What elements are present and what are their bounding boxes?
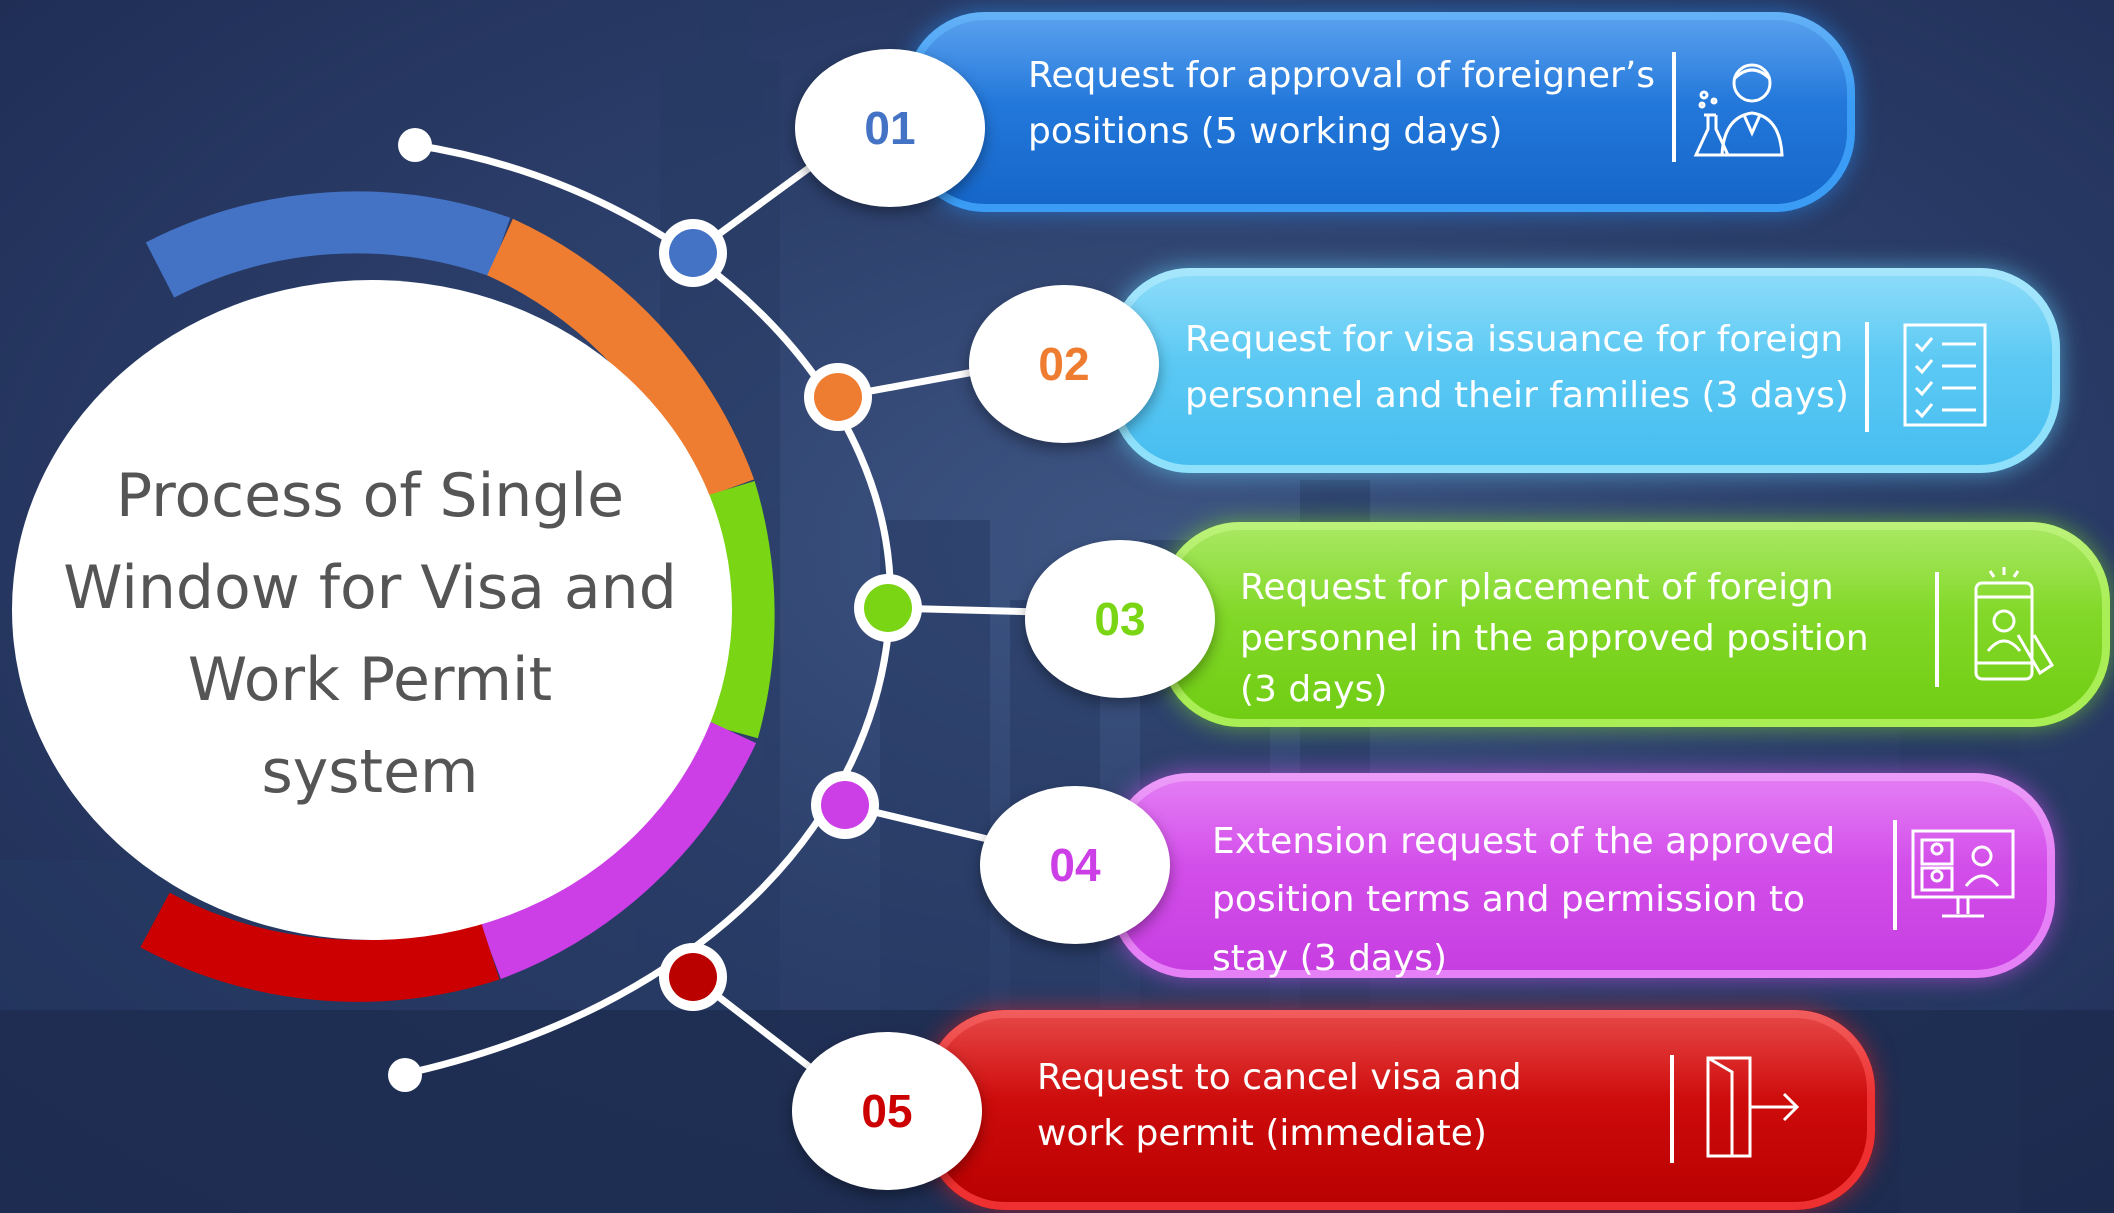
step-box-05 bbox=[925, 1010, 1875, 1210]
ring-segment-green bbox=[695, 480, 775, 739]
separator-04 bbox=[1893, 820, 1897, 930]
exit-door-icon bbox=[1706, 1056, 1800, 1158]
video-conference-icon bbox=[1911, 829, 2015, 918]
step-03-line-1: Request for placement of foreign bbox=[1240, 567, 1834, 608]
step-03-line-3: (3 days) bbox=[1240, 669, 1388, 711]
step-04-line-1: Extension request of the approved bbox=[1212, 821, 1836, 862]
ring-segment-purple bbox=[478, 716, 757, 980]
step-number-04: 04 bbox=[980, 786, 1170, 944]
title-line-1: Process of Single bbox=[115, 461, 625, 531]
step-04-line-3: stay (3 days) bbox=[1212, 937, 1448, 979]
separator-01 bbox=[1672, 52, 1676, 162]
step-05-line-2: work permit (immediate) bbox=[1037, 1112, 1487, 1154]
step-box-01 bbox=[905, 12, 1855, 212]
step-box-03 bbox=[1160, 522, 2110, 727]
separator-05 bbox=[1670, 1055, 1674, 1163]
ring-segment-red bbox=[140, 892, 500, 1002]
step-01-line-1: Request for approval of foreigner’s bbox=[1028, 55, 1656, 96]
checklist-icon bbox=[1903, 323, 1987, 427]
step-number-05: 05 bbox=[792, 1032, 982, 1190]
title-line-4: system bbox=[261, 737, 479, 807]
step-03-line-2: personnel in the approved position bbox=[1240, 618, 1869, 660]
step-text-02: Request for visa issuance for foreign pe… bbox=[1185, 312, 1875, 424]
title-line-3: Work Permit bbox=[187, 645, 553, 715]
step-02-line-2: personnel and their families (3 days) bbox=[1185, 374, 1849, 416]
diagram-title: Process of Single Window for Visa and Wo… bbox=[40, 450, 700, 818]
ring-segment-orange bbox=[486, 218, 755, 501]
step-04-line-2: position terms and permission to bbox=[1212, 879, 1806, 921]
mobile-profile-icon bbox=[1974, 567, 2055, 681]
step-02-line-1: Request for visa issuance for foreign bbox=[1185, 319, 1844, 360]
step-01-line-2: positions (5 working days) bbox=[1028, 110, 1503, 152]
step-number-01: 01 bbox=[795, 49, 985, 207]
step-text-03: Request for placement of foreign personn… bbox=[1240, 562, 1940, 715]
step-box-04 bbox=[1110, 773, 2055, 978]
separator-03 bbox=[1935, 572, 1939, 687]
step-number-02: 02 bbox=[969, 285, 1159, 443]
arc-end-dot bbox=[388, 1058, 422, 1092]
separator-02 bbox=[1865, 322, 1869, 432]
step-box-02 bbox=[1110, 268, 2060, 473]
step-number-03: 03 bbox=[1025, 540, 1215, 698]
ring-segment-blue bbox=[145, 191, 511, 298]
step-text-04: Extension request of the approved positi… bbox=[1212, 813, 1872, 988]
scientist-icon bbox=[1693, 63, 1784, 157]
arc-start-dot bbox=[398, 128, 432, 162]
step-text-01: Request for approval of foreigner’s posi… bbox=[1028, 48, 1678, 160]
step-05-line-1: Request to cancel visa and bbox=[1037, 1057, 1522, 1098]
center-circle bbox=[12, 280, 732, 940]
step-text-05: Request to cancel visa and work permit (… bbox=[1037, 1050, 1597, 1162]
title-line-2: Window for Visa and bbox=[63, 553, 677, 623]
